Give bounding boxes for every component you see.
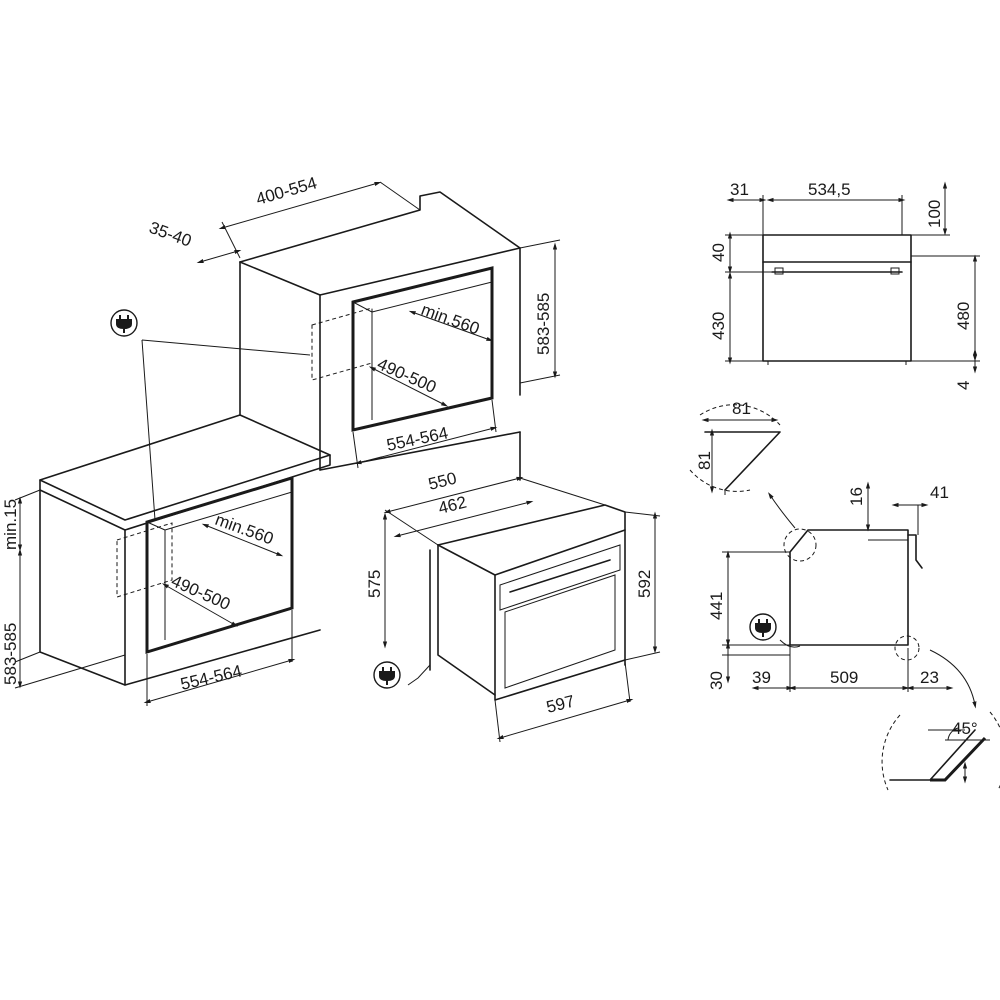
side-bottom-label: 30	[707, 671, 726, 690]
front-top-label: 100	[925, 200, 944, 228]
chamfer-vertical-label: 81	[695, 451, 714, 470]
side-depth-label: 509	[830, 668, 858, 687]
front-left-margin-label: 31	[730, 180, 749, 199]
chamfer-horizontal-label: 81	[732, 399, 751, 418]
front-body-label: 430	[709, 312, 728, 340]
depth-total-label: 550	[426, 469, 458, 494]
side-top-gap-label: 16	[847, 487, 866, 506]
side-view-dimensions: 16 41 441 30 39 509 23	[707, 481, 977, 709]
column-niche-width-label: 554-564	[385, 423, 450, 455]
undercounter-cable-depth-label: min.560	[213, 510, 276, 549]
body-height-label: 575	[365, 570, 384, 598]
column-depth-label: 35-40	[147, 218, 194, 251]
side-door-label: 41	[930, 483, 949, 502]
undercounter-niche-height-label: 583-585	[1, 623, 20, 685]
column-niche-height-label: 583-585	[534, 293, 553, 355]
depth-body-label: 462	[436, 493, 468, 518]
front-bottom-gap-label: 4	[954, 381, 973, 390]
front-view-dimensions: 31 534,5 100 40 430 480 4	[709, 180, 980, 390]
side-height-label: 441	[707, 592, 726, 620]
plug-icon	[110, 309, 138, 337]
chamfer-detail: 81 81	[689, 399, 796, 529]
gap-label: min.15	[1, 499, 20, 550]
side-view	[749, 528, 923, 661]
column-opening-label: 490-500	[374, 354, 439, 397]
side-rear-label: 39	[752, 668, 771, 687]
side-plug-icon	[749, 613, 777, 641]
oven-plug-icon	[373, 661, 401, 689]
side-front-label: 23	[920, 668, 939, 687]
column-width-label: 400-554	[254, 173, 319, 208]
undercounter-opening-label: 490-500	[168, 571, 233, 614]
angle-label: 45°	[952, 719, 978, 738]
front-width-label: 597	[544, 692, 576, 717]
undercounter-niche-width-label: 554-564	[179, 661, 244, 694]
column-cable-depth-label: min.560	[419, 300, 482, 339]
front-right-height-label: 480	[954, 302, 973, 330]
undercounter-cabinet	[39, 414, 331, 686]
front-view	[762, 234, 912, 365]
angle-detail: 45°	[881, 711, 1000, 791]
oven-isometric	[373, 504, 626, 701]
front-panel-label: 40	[709, 243, 728, 262]
front-inner-width-label: 534,5	[808, 180, 851, 199]
front-height-label: 592	[635, 570, 654, 598]
